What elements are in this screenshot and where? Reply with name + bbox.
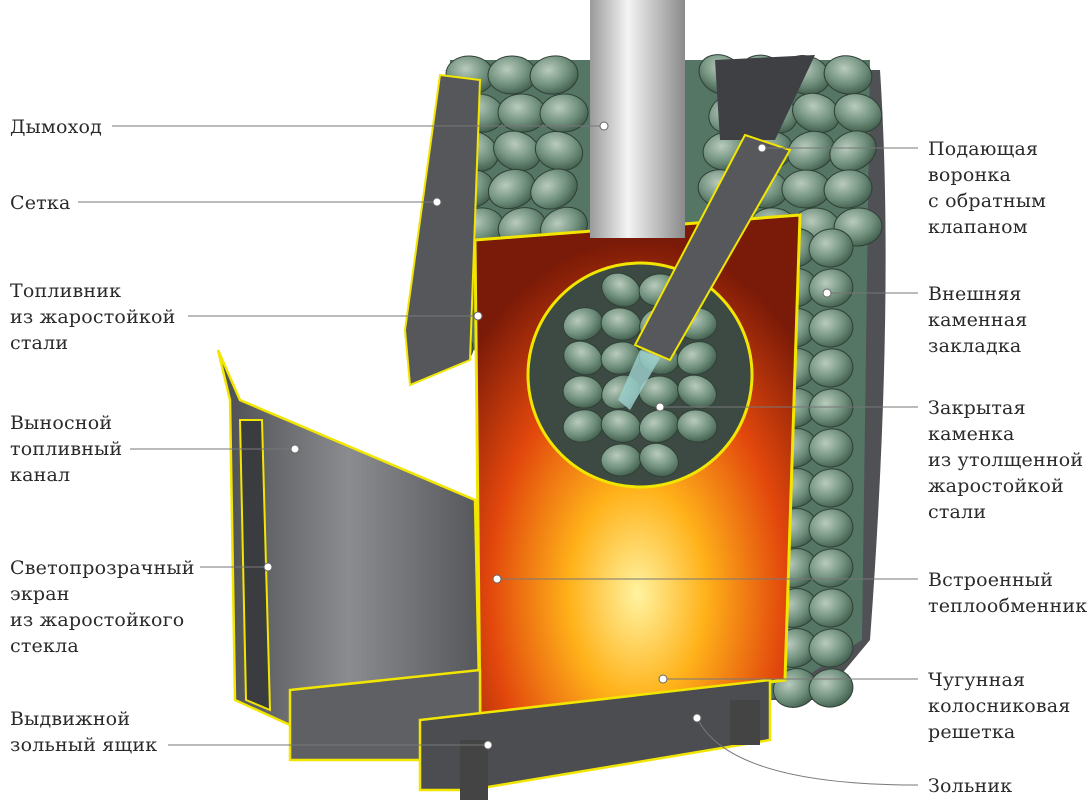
label-ash-pit: Зольник — [928, 773, 1012, 799]
label-closed-heater: Закрытая каменка из утолщенной жаростойкой с… — [928, 395, 1083, 525]
label-line: Выдвижной — [10, 708, 131, 730]
label-line: топливный — [10, 438, 123, 460]
leader-lines — [78, 125, 919, 786]
stone — [563, 340, 603, 376]
stone — [808, 588, 854, 628]
label-heat-exchanger: Встроенный теплообменник — [928, 567, 1087, 619]
water-stream — [618, 350, 660, 410]
label-line: Внешняя — [928, 283, 1022, 305]
label-line: Зольник — [928, 775, 1013, 797]
label-line: стали — [928, 501, 987, 523]
label-line: колосниковая — [928, 695, 1071, 717]
stone — [808, 628, 854, 668]
label-line: Топливник — [10, 280, 122, 302]
ash-pit-body — [418, 678, 772, 792]
stone — [487, 55, 537, 95]
leg — [460, 740, 488, 800]
label-line: жаростойкой — [928, 475, 1064, 497]
label-line: из жаростойкой — [10, 306, 176, 328]
stone — [808, 548, 854, 588]
label-glass-screen: Светопрозрачный экран из жаростойкого стекл… — [10, 555, 195, 659]
label-firebox: Топливник из жаростойкой стали — [10, 278, 176, 356]
stone — [808, 428, 854, 468]
label-chimney: Дымоход — [10, 114, 102, 140]
label-line: клапаном — [928, 216, 1028, 238]
label-line: закладка — [928, 335, 1022, 357]
label-line: каменка — [928, 423, 1015, 445]
label-line: из жаростойкого — [10, 609, 185, 631]
stone — [808, 668, 854, 708]
label-outer-stones: Внешняя каменная закладка — [928, 281, 1027, 359]
label-mesh: Сетка — [10, 190, 71, 216]
label-line: решетка — [928, 721, 1016, 743]
stone — [808, 468, 854, 508]
funnel-tube — [633, 133, 792, 362]
label-line: канал — [10, 464, 71, 486]
stone — [808, 228, 854, 268]
label-feed-funnel: Подающая воронка с обратным клапаном — [928, 136, 1046, 240]
label-line: каменная — [928, 309, 1028, 331]
stone — [808, 388, 854, 428]
chimney-pipe — [590, 0, 685, 238]
stone — [808, 268, 854, 308]
stone — [823, 55, 873, 95]
stone — [808, 348, 854, 388]
label-line: Сетка — [10, 192, 71, 214]
label-line: стали — [10, 332, 69, 354]
label-line: Закрытая — [928, 397, 1026, 419]
label-line: Чугунная — [928, 669, 1026, 691]
stone — [530, 168, 578, 210]
stone — [808, 308, 854, 348]
label-line: стекла — [10, 635, 79, 657]
mesh-panel — [403, 73, 482, 387]
label-line: Выносной — [10, 412, 113, 434]
label-line: теплообменник — [928, 595, 1088, 617]
label-line: Подающая — [928, 138, 1039, 160]
stone — [539, 93, 589, 133]
stone — [676, 341, 718, 375]
stone — [781, 169, 831, 209]
stone — [529, 55, 579, 95]
funnel — [715, 55, 815, 140]
stone — [676, 409, 718, 443]
label-line: Светопрозрачный — [10, 557, 195, 579]
label-grate: Чугунная колосниковая решетка — [928, 667, 1071, 745]
stone — [823, 169, 873, 209]
label-ash-drawer: Выдвижной зольный ящик — [10, 706, 157, 758]
label-fuel-channel: Выносной топливный канал — [10, 410, 122, 488]
stone — [808, 508, 854, 548]
label-line: воронка — [928, 164, 1012, 186]
stone — [639, 442, 679, 478]
label-line: экран — [10, 583, 70, 605]
label-line: с обратным — [928, 190, 1047, 212]
label-line: зольный ящик — [10, 734, 158, 756]
label-line: из утолщенной — [928, 449, 1084, 471]
leg — [730, 700, 760, 745]
leader-dots — [263, 121, 832, 750]
label-line: Дымоход — [10, 116, 103, 138]
glass-frame — [238, 419, 272, 712]
stone — [829, 130, 877, 172]
stone — [601, 272, 641, 308]
label-line: Встроенный — [928, 569, 1054, 591]
